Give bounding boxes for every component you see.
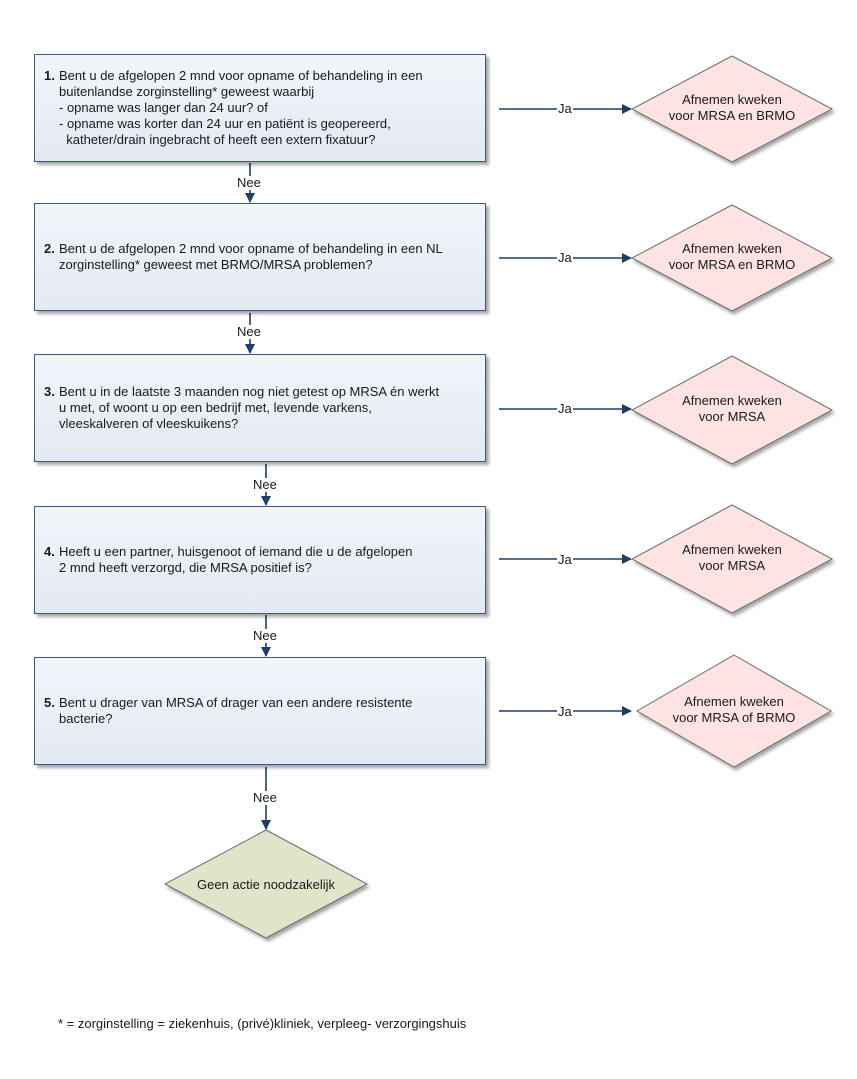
no-label-4: Nee (252, 628, 278, 643)
question-4-line-1: 4.Heeft u een partner, huisgenoot of iem… (44, 544, 413, 559)
yes-label-3: Ja (557, 401, 573, 416)
no-label-1: Nee (236, 175, 262, 190)
outcome-diamond-4 (630, 504, 834, 614)
question-5-line-1: 5.Bent u drager van MRSA of drager van e… (44, 695, 413, 710)
question-number: 3. (44, 384, 55, 399)
no-label-5: Nee (252, 790, 278, 805)
question-1-line-4: - opname was korter dan 24 uur en patiën… (59, 116, 391, 131)
outcome-diamond-1 (630, 55, 834, 163)
final-diamond (163, 829, 369, 939)
final-outcome-label: Geen actie noodzakelijk (196, 877, 336, 892)
question-4-line-2: 2 mnd heeft verzorgd, die MRSA positief … (59, 560, 312, 575)
question-1-line-1: 1.Bent u de afgelopen 2 mnd voor opname … (44, 68, 423, 83)
yes-label-1: Ja (557, 101, 573, 116)
yes-label-2: Ja (557, 250, 573, 265)
question-3-line-2: u met, of woont u op een bedrijf met, le… (59, 400, 372, 415)
diamonds-layer (163, 55, 834, 939)
question-number: 1. (44, 68, 55, 83)
yes-label-5: Ja (557, 704, 573, 719)
question-box-4: 4.Heeft u een partner, huisgenoot of iem… (34, 506, 486, 614)
question-3-line-1: 3.Bent u in de laatste 3 maanden nog nie… (44, 384, 440, 399)
question-2-line-1: 2.Bent u de afgelopen 2 mnd voor opname … (44, 241, 443, 256)
footnote: * = zorginstelling = ziekenhuis, (privé)… (58, 1016, 467, 1031)
question-3-line-3: vleeskalveren of vleeskuikens? (59, 416, 239, 431)
question-1-line-2: buitenlandse zorginstelling* geweest waa… (59, 84, 315, 99)
question-number: 4. (44, 544, 55, 559)
question-box-1: 1.Bent u de afgelopen 2 mnd voor opname … (34, 54, 486, 162)
no-label-3: Nee (252, 477, 278, 492)
question-1-line-5: katheter/drain ingebracht of heeft een e… (59, 132, 376, 147)
outcome-diamond-5 (635, 654, 833, 768)
question-box-5: 5.Bent u drager van MRSA of drager van e… (34, 657, 486, 765)
question-box-2: 2.Bent u de afgelopen 2 mnd voor opname … (34, 203, 486, 311)
question-number: 2. (44, 241, 55, 256)
question-2-line-2: zorginstelling* geweest met BRMO/MRSA pr… (59, 257, 373, 272)
question-box-3: 3.Bent u in de laatste 3 maanden nog nie… (34, 354, 486, 462)
outcome-diamond-3 (630, 355, 834, 465)
no-label-2: Nee (236, 324, 262, 339)
question-5-line-2: bacterie? (59, 711, 113, 726)
outcome-diamond-2 (630, 204, 834, 312)
question-1-line-3: - opname was langer dan 24 uur? of (59, 100, 268, 115)
question-number: 5. (44, 695, 55, 710)
yes-label-4: Ja (557, 552, 573, 567)
